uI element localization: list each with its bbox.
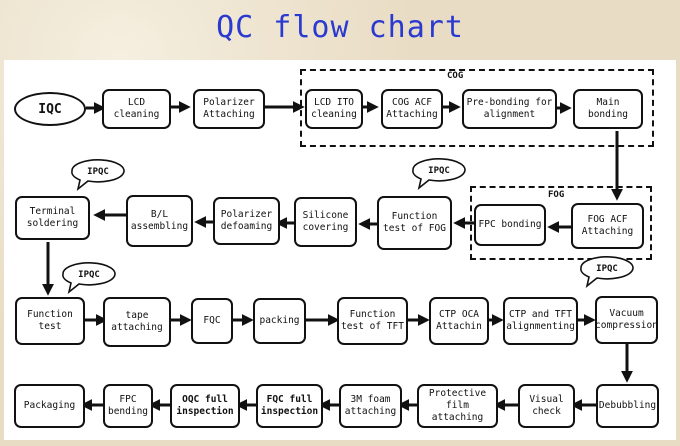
step-debubbling: Debubbling <box>596 384 659 428</box>
step-function-test-fog: Function test of FOG <box>377 196 452 250</box>
ipqc-bubble-terminal <box>71 159 125 192</box>
step-oqc-full-inspection: OQC full inspection <box>170 384 240 428</box>
step-cog-acf-attaching: COG ACF Attaching <box>381 89 443 129</box>
ipqc-bubble-functest <box>62 262 116 295</box>
step-silicone-covering: Silicone covering <box>294 197 357 247</box>
step-function-test-tft: Function test of TFT <box>337 297 408 345</box>
step-fqc-full-inspection: FQC full inspection <box>256 384 323 428</box>
step-lcd-cleaning: LCD cleaning <box>102 89 171 129</box>
step-tape-attaching: tape attaching <box>103 297 171 347</box>
step-ctp-tft-alignmenting: CTP and TFT alignmenting <box>503 297 578 345</box>
step-pre-bonding: Pre-bonding for alignment <box>462 89 557 129</box>
step-polarizer-defoaming: Polarizer defoaming <box>213 197 280 245</box>
ipqc-label-functest: IPQC <box>78 270 100 280</box>
page-title: QC flow chart <box>216 10 464 45</box>
step-vacuum-compression: Vacuum compression <box>595 296 658 344</box>
step-fpc-bending: FPC bending <box>103 384 153 428</box>
step-lcd-ito-cleaning: LCD ITO cleaning <box>305 89 363 129</box>
step-polarizer-attaching: Polarizer Attaching <box>193 89 265 129</box>
step-packaging: Packaging <box>14 384 85 428</box>
step-terminal-soldering: Terminal soldering <box>15 196 90 240</box>
cog-group-label: COG <box>447 71 464 81</box>
ipqc-label-terminal: IPQC <box>87 167 109 177</box>
ipqc-label-vacuum: IPQC <box>596 264 618 274</box>
ipqc-bubble-funcfog <box>412 158 466 191</box>
step-protective-film-attaching: Protective film attaching <box>417 384 498 428</box>
step-packing: packing <box>253 298 306 344</box>
step-fqc: FQC <box>191 298 233 344</box>
step-main-bonding: Main bonding <box>573 89 643 129</box>
fog-group-label: FOG <box>548 190 565 200</box>
step-fog-acf-attaching: FOG ACF Attaching <box>571 203 644 249</box>
step-3m-foam-attaching: 3M foam attaching <box>339 384 402 428</box>
step-function-test: Function test <box>15 297 85 345</box>
ipqc-bubble-vacuum <box>580 256 634 289</box>
step-bl-assembling: B/L assembling <box>126 195 193 247</box>
iqc-start-node: IQC <box>14 92 86 126</box>
step-ctp-oca-attaching: CTP OCA Attachin <box>429 297 489 345</box>
ipqc-label-funcfog: IPQC <box>428 166 450 176</box>
step-fpc-bonding: FPC bonding <box>474 204 546 246</box>
step-visual-check: Visual check <box>518 384 575 428</box>
